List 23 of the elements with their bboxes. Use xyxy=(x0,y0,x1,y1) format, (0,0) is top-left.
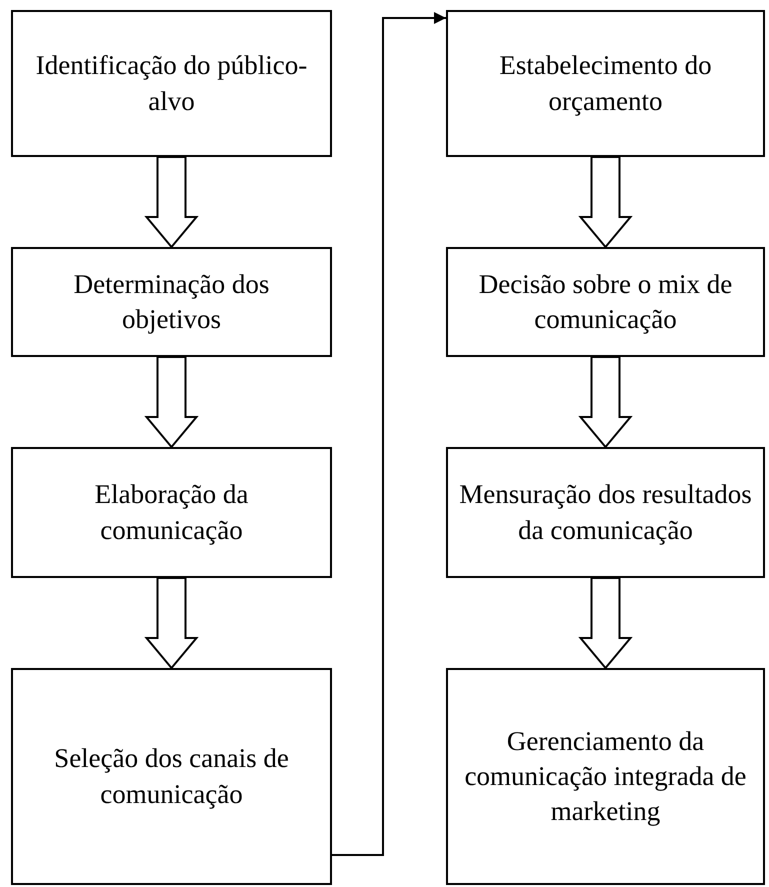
block-arrow xyxy=(578,156,633,249)
block-arrow xyxy=(578,577,633,670)
box-label: Estabelecimento do orçamento xyxy=(498,49,713,118)
box-label: Determinação dos objetivos xyxy=(72,268,270,336)
block-arrow xyxy=(144,356,199,449)
process-box xyxy=(11,247,332,357)
process-box xyxy=(446,247,765,357)
block-arrow xyxy=(578,356,633,449)
process-box xyxy=(11,668,332,885)
box-label: Gerenciamento da comunicação integrada de marketing xyxy=(464,724,748,828)
process-box xyxy=(446,668,765,885)
box-label: Seleção dos canais de comunicação xyxy=(53,742,290,811)
box-label: Identificação do público-alvo xyxy=(34,49,308,118)
box-label: Mensuração dos resultados da comunicação xyxy=(458,478,753,547)
arrow xyxy=(332,12,446,856)
process-box xyxy=(11,447,332,578)
block-arrow xyxy=(144,156,199,249)
process-box xyxy=(446,10,765,157)
process-box xyxy=(11,10,332,157)
block-arrow xyxy=(144,577,199,670)
process-box xyxy=(446,447,765,578)
box-label: Elaboração da comunicação xyxy=(94,478,250,547)
box-label: Decisão sobre o mix de comunicação xyxy=(478,268,734,336)
